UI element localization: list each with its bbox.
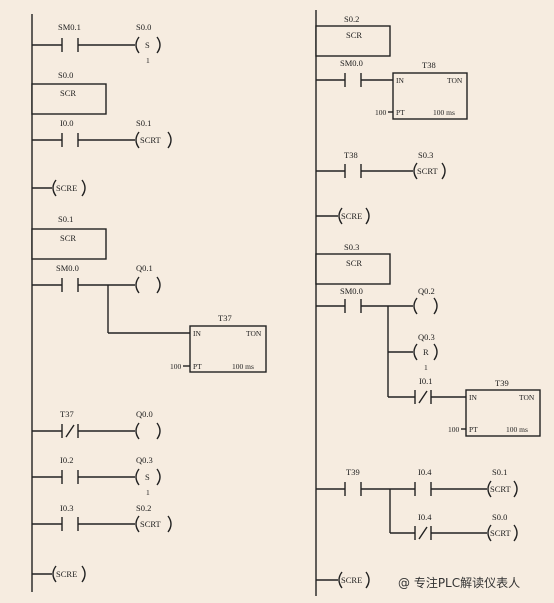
coil-type: SCRT [490, 484, 512, 494]
left-scr-2: S0.1 SCR [31, 214, 107, 260]
timer-type: TON [246, 329, 262, 338]
coil-address: S0.1 [136, 118, 151, 128]
contact-label: I0.4 [418, 467, 432, 477]
contact-label: I0.4 [418, 512, 432, 522]
timer-name: T38 [422, 60, 436, 70]
right-network-1: SM0.0 T38 IN TON 100 PT 100 ms [316, 58, 468, 120]
scr-box [31, 83, 107, 115]
coil-count: 1 [424, 363, 428, 372]
coil-address: S0.2 [136, 503, 151, 513]
contact-label: I0.2 [60, 455, 73, 465]
coil-address: Q0.2 [418, 286, 435, 296]
left-network-4: T37 Q0.0 [32, 409, 161, 440]
left-network-3: SM0.0 Q0.1 T37 IN TON 100 PT 100 ms [32, 263, 267, 373]
contact-label: T37 [60, 409, 74, 419]
coil-address: Q0.1 [136, 263, 153, 273]
timer-in: IN [193, 329, 201, 338]
timer-unit: 100 ms [433, 108, 455, 117]
timer-type: TON [519, 393, 535, 402]
scr-label: SCR [346, 30, 362, 40]
timer-block [392, 72, 468, 120]
contact-label: SM0.1 [58, 22, 81, 32]
scr-address: S0.2 [344, 14, 359, 24]
coil-address: S0.0 [492, 512, 507, 522]
watermark: @ 专注PLC解读仪表人 [398, 575, 520, 590]
right-scr-1: S0.2 SCR [315, 14, 391, 57]
coil-address: S0.3 [418, 150, 433, 160]
coil-type: R [423, 347, 429, 357]
right-network-4: T39 I0.4 S0.1 SCRT I0.4 S0.0 SCRT [316, 467, 518, 542]
left-scre-1: SCRE [32, 179, 86, 197]
coil-type: S [145, 472, 150, 482]
coil-count: 1 [146, 488, 150, 497]
contact-label: I0.1 [419, 376, 432, 386]
scr-label: SCR [60, 88, 76, 98]
scr-address: S0.0 [58, 70, 73, 80]
scre-label: SCRE [56, 183, 77, 193]
contact-label: I0.0 [60, 118, 73, 128]
timer-type: TON [447, 76, 463, 85]
scr-address: S0.1 [58, 214, 73, 224]
left-network-5: I0.2 Q0.3 S 1 [32, 455, 161, 497]
timer-pt: PT [396, 108, 405, 117]
timer-preset: 100 [170, 362, 182, 371]
scre-label: SCRE [56, 569, 77, 579]
coil-type: S [145, 40, 150, 50]
coil-address: Q0.3 [418, 332, 435, 342]
scr-box [315, 25, 391, 57]
timer-name: T39 [495, 378, 509, 388]
timer-block [465, 389, 541, 437]
timer-pt: PT [469, 425, 478, 434]
coil-type: SCRT [417, 166, 439, 176]
coil-type: SCRT [140, 135, 162, 145]
coil-address: S0.1 [492, 467, 507, 477]
contact-label: SM0.0 [340, 286, 363, 296]
contact-label: I0.3 [60, 503, 73, 513]
left-scre-2: SCRE [32, 565, 86, 583]
timer-preset: 100 [375, 108, 387, 117]
coil [135, 36, 140, 54]
left-network-2: I0.0 S0.1 SCRT [32, 118, 172, 149]
right-scre-2: SCRE [316, 571, 370, 589]
scr-box [315, 253, 391, 285]
timer-unit: 100 ms [506, 425, 528, 434]
contact-label: SM0.0 [56, 263, 79, 273]
timer-in: IN [469, 393, 477, 402]
right-network-3: SM0.0 Q0.2 Q0.3 R 1 I0.1 T39 IN TON 100 … [316, 286, 541, 437]
scre-label: SCRE [341, 575, 362, 585]
coil-count: 1 [146, 56, 150, 65]
right-scre-1: SCRE [316, 207, 370, 225]
left-scr-1: S0.0 SCR [31, 70, 107, 115]
left-network-6: I0.3 S0.2 SCRT [32, 503, 172, 533]
coil-type: SCRT [490, 528, 512, 538]
timer-in: IN [396, 76, 404, 85]
timer-pt: PT [193, 362, 202, 371]
contact-label: T38 [344, 150, 358, 160]
scre-label: SCRE [341, 211, 362, 221]
scr-label: SCR [60, 233, 76, 243]
scr-address: S0.3 [344, 242, 359, 252]
contact-label: SM0.0 [340, 58, 363, 68]
coil-address: S0.0 [136, 22, 151, 32]
timer-block [189, 325, 267, 373]
scr-label: SCR [346, 258, 362, 268]
scr-box [31, 228, 107, 260]
timer-preset: 100 [448, 425, 460, 434]
timer-unit: 100 ms [232, 362, 254, 371]
coil-type: SCRT [140, 519, 162, 529]
timer-name: T37 [218, 313, 232, 323]
left-network-1: SM0.1 S0.0 S 1 [32, 22, 161, 65]
right-network-2: T38 S0.3 SCRT [316, 150, 446, 180]
right-scr-2: S0.3 SCR [315, 242, 391, 285]
contact-label: T39 [346, 467, 360, 477]
coil-address: Q0.3 [136, 455, 153, 465]
coil-address: Q0.0 [136, 409, 153, 419]
